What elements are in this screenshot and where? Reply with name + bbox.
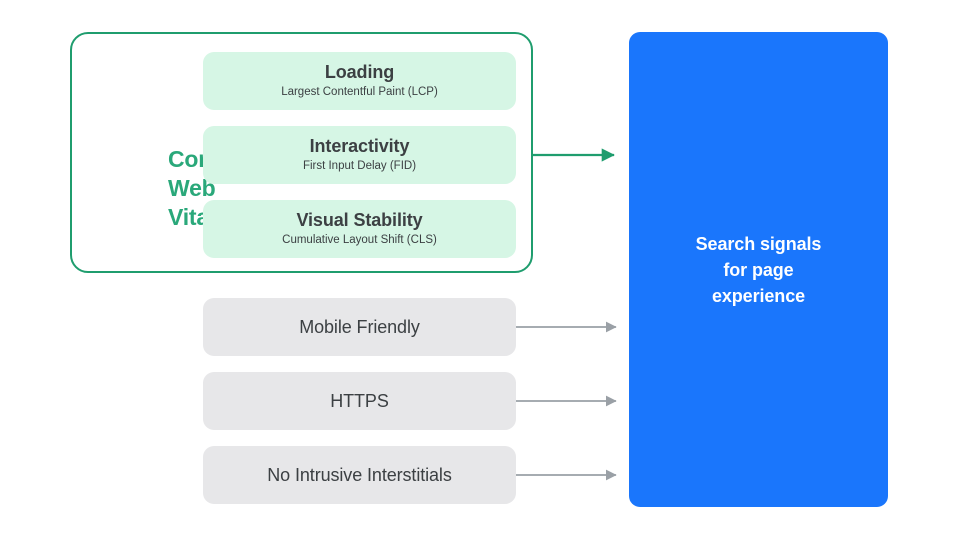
- result-panel-label: Search signals for page experience: [695, 233, 822, 306]
- signal-card-https[interactable]: HTTPS: [203, 372, 516, 430]
- metric-subtitle: Cumulative Layout Shift (CLS): [282, 234, 437, 246]
- metric-subtitle: Largest Contentful Paint (LCP): [281, 86, 438, 98]
- metric-card-interactivity[interactable]: Interactivity First Input Delay (FID): [203, 126, 516, 184]
- signal-card-no-intrusive-interstitials[interactable]: No Intrusive Interstitials: [203, 446, 516, 504]
- signal-card-mobile-friendly[interactable]: Mobile Friendly: [203, 298, 516, 356]
- metric-card-visual-stability[interactable]: Visual Stability Cumulative Layout Shift…: [203, 200, 516, 258]
- metric-title: Visual Stability: [296, 210, 423, 230]
- metric-title: Interactivity: [309, 136, 410, 156]
- signal-label: No Intrusive Interstitials: [267, 465, 452, 485]
- metric-subtitle: First Input Delay (FID): [302, 160, 417, 172]
- result-panel-search-signals[interactable]: Search signals for page experience: [629, 32, 888, 507]
- signal-label: HTTPS: [330, 391, 389, 411]
- signal-label: Mobile Friendly: [299, 317, 420, 337]
- metric-title: Loading: [324, 62, 395, 82]
- metric-card-loading[interactable]: Loading Largest Contentful Paint (LCP): [203, 52, 516, 110]
